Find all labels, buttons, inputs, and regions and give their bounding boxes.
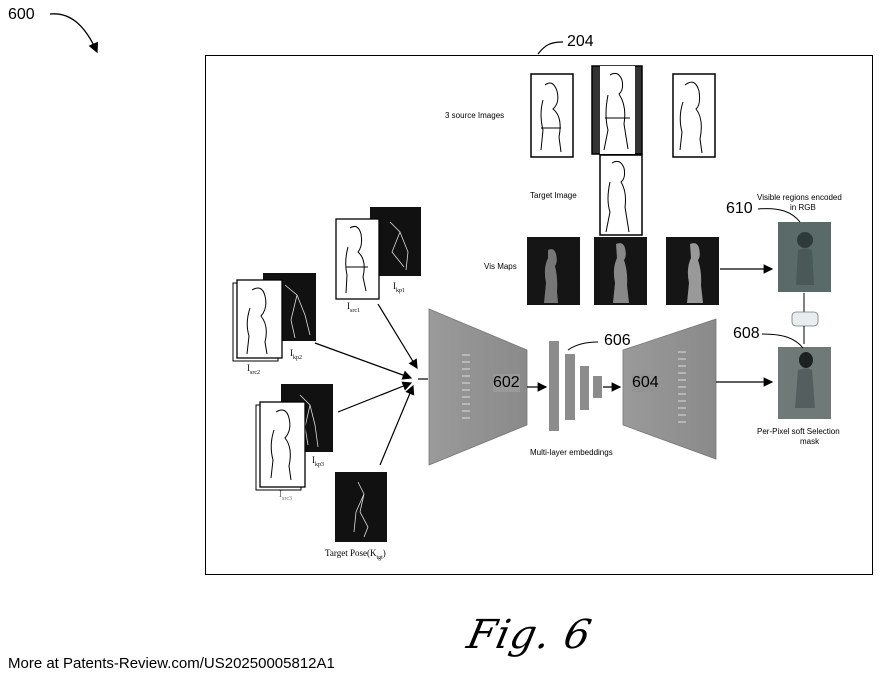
diagram-frame — [205, 55, 873, 575]
arrow-src3 — [337, 381, 413, 413]
arrow-src2 — [314, 342, 413, 380]
figure-ref-600: 600 — [8, 6, 35, 23]
leader-600 — [49, 13, 99, 54]
ref-604: 604 — [632, 374, 659, 392]
source-image-3 — [672, 73, 716, 158]
label-per-pixel-1: Per-Pixel soft Selection — [757, 427, 840, 436]
label-vis-maps: Vis Maps — [484, 262, 517, 271]
ref-610: 610 — [726, 200, 753, 217]
embedding-layer-1 — [549, 341, 559, 431]
label-isrc3: Isrc3 — [279, 489, 292, 502]
label-visible-regions-1: Visible regions encoded — [757, 193, 842, 202]
arrow-src1 — [377, 303, 418, 370]
label-visible-regions-2: in RGB — [790, 203, 816, 212]
input-src2 — [232, 273, 316, 362]
input-src1 — [335, 207, 421, 300]
combine-node — [791, 311, 819, 327]
label-ikp2: Ikp2 — [290, 348, 302, 361]
source-image-2 — [591, 65, 643, 155]
ref-606: 606 — [604, 332, 631, 349]
decoder-block — [622, 318, 717, 460]
label-ikp1: Ikp1 — [393, 281, 405, 294]
embedding-layer-4 — [593, 376, 602, 398]
input-src3 — [255, 384, 333, 491]
label-target-image: Target Image — [530, 191, 577, 200]
box-ref-204: 204 — [567, 33, 594, 50]
source-image-1 — [530, 73, 574, 158]
decoder-texture — [678, 351, 686, 423]
label-per-pixel-2: mask — [800, 437, 820, 446]
ref-602: 602 — [493, 374, 520, 392]
embedding-layer-2 — [565, 354, 575, 420]
label-ikp3: Ikp3 — [312, 455, 324, 468]
label-source-images: 3 source Images — [445, 111, 505, 120]
label-target-pose: Target Pose(Ktgt) — [325, 548, 386, 561]
input-target-pose — [335, 472, 387, 542]
label-isrc1: Isrc1 — [347, 301, 360, 314]
arrow-target-pose — [379, 384, 415, 466]
leader-204 — [537, 41, 564, 55]
footer-link-text: More at Patents-Review.com/US20250005812… — [8, 655, 335, 672]
target-image — [599, 154, 643, 236]
encoder-block — [428, 308, 528, 466]
label-multi-layer: Multi-layer embeddings — [530, 448, 613, 457]
figure-caption: Fig. 6 — [463, 612, 596, 658]
encoder-texture — [462, 354, 470, 419]
label-isrc2: Isrc2 — [247, 363, 260, 376]
embedding-layer-3 — [580, 366, 589, 410]
ref-608: 608 — [733, 325, 760, 342]
